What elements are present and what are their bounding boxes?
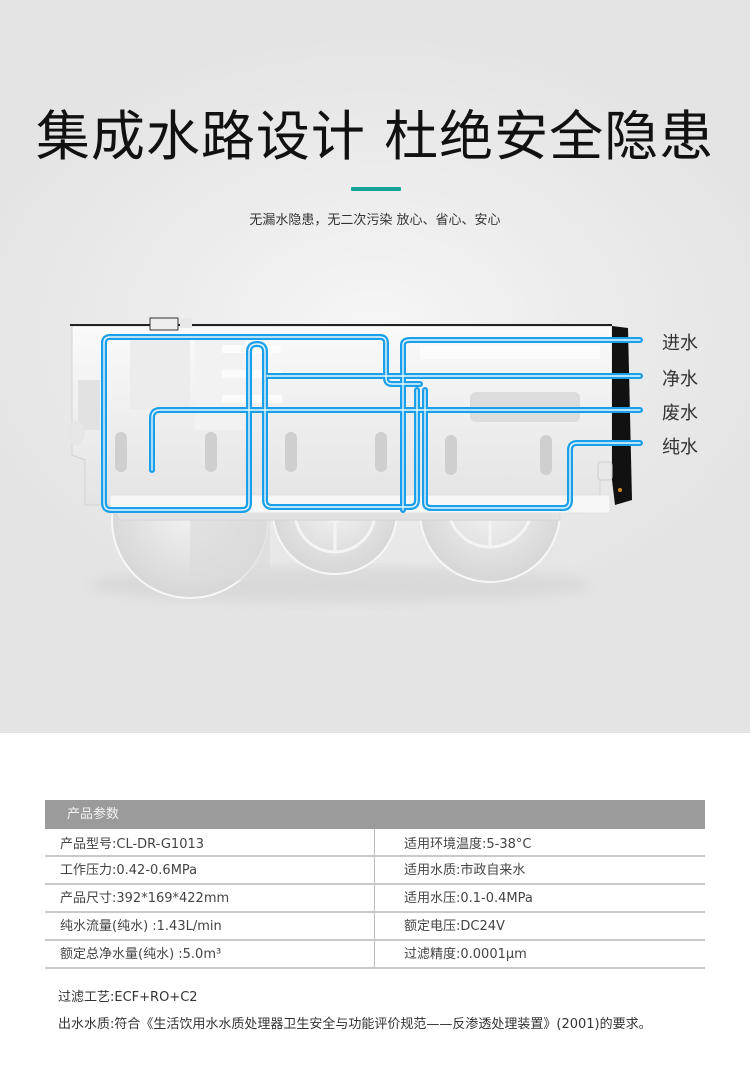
spec-working-pressure: 工作压力:0.42-0.6MPa (45, 857, 375, 883)
spec-ambient-temp: 适用环境温度:5-38°C (404, 837, 532, 852)
pipe-label-clean: 净水 (662, 369, 698, 390)
spec-row: 产品型号:CL-DR-G1013 适用环境温度:5-38°C (45, 829, 705, 857)
output-quality-note: 出水水质:符合《生活饮用水水质处理器卫生安全与功能评价规范——反渗透处理装置》(… (58, 1017, 652, 1032)
spec-table: 产品参数 产品型号:CL-DR-G1013 适用环境温度:5-38°C 工作压力… (45, 800, 705, 969)
spec-row: 工作压力:0.42-0.6MPa 适用水质:市政自来水 (45, 857, 705, 885)
pipe-label-waste: 废水 (662, 403, 698, 424)
spec-flow-rate: 纯水流量(纯水) :1.43L/min (45, 913, 375, 939)
water-pipes (101, 334, 643, 513)
spec-row: 纯水流量(纯水) :1.43L/min 额定电压:DC24V (45, 913, 705, 941)
filter-process-note: 过滤工艺:ECF+RO+C2 (58, 990, 198, 1005)
spec-table-title: 产品参数 (45, 800, 705, 829)
pipe-label-pure: 纯水 (662, 437, 698, 458)
spec-dimensions: 产品尺寸:392*169*422mm (45, 885, 375, 911)
spec-filter-precision: 过滤精度:0.0001μm (404, 947, 527, 962)
spec-voltage: 额定电压:DC24V (404, 919, 505, 934)
spec-model: 产品型号:CL-DR-G1013 (45, 829, 375, 855)
spec-water-source: 适用水质:市政自来水 (404, 863, 526, 878)
water-purifier-illustration (67, 317, 643, 603)
subtitle: 无漏水隐患，无二次污染 放心、省心、安心 (249, 213, 501, 228)
pipe-label-inlet: 进水 (662, 333, 698, 354)
spec-water-pressure: 适用水压:0.1-0.4MPa (404, 891, 533, 906)
spec-row: 额定总净水量(纯水) :5.0m³ 过滤精度:0.0001μm (45, 941, 705, 969)
headline: 集成水路设计 杜绝安全隐患 (35, 105, 715, 168)
spec-total-capacity: 额定总净水量(纯水) :5.0m³ (45, 941, 375, 967)
spec-row: 产品尺寸:392*169*422mm 适用水压:0.1-0.4MPa (45, 885, 705, 913)
accent-divider (351, 187, 401, 191)
hero-section: 集成水路设计 杜绝安全隐患 无漏水隐患，无二次污染 放心、省心、安心 (0, 0, 750, 733)
